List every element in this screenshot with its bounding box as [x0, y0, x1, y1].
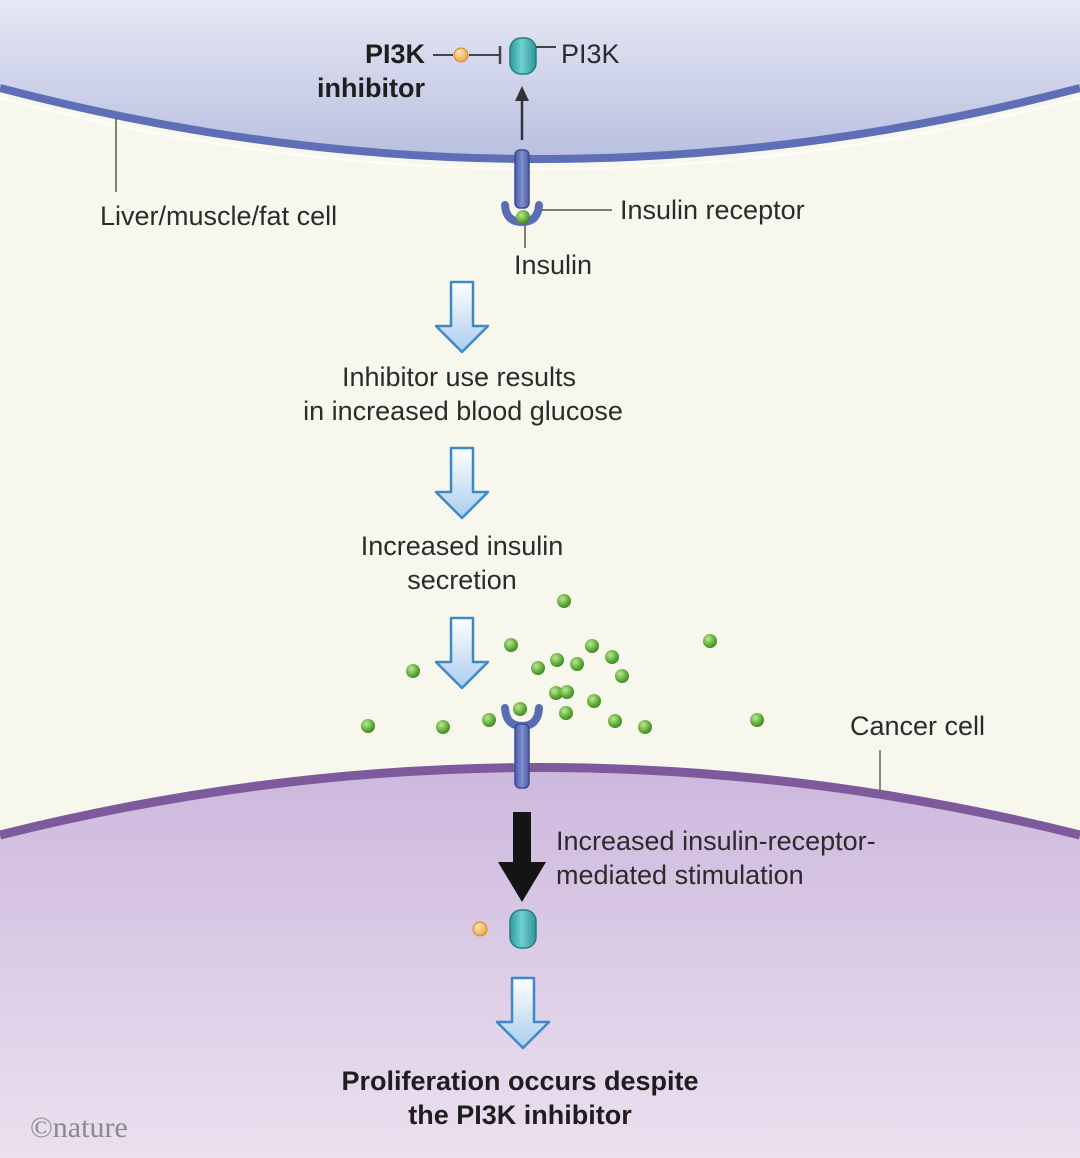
insulin-particle: [559, 706, 573, 720]
top-cell-body: [0, 0, 1080, 159]
cancer-cell-membrane: [0, 763, 1080, 840]
top-insulin-receptor-icon: [514, 149, 530, 209]
insulin-particle: [436, 720, 450, 734]
top-cell-label: Liver/muscle/fat cell: [100, 201, 337, 231]
stimulation-arrow: [498, 812, 546, 902]
activation-arrow: [515, 86, 529, 101]
receptor-label: Insulin receptor: [620, 195, 805, 225]
insulin-particle: [605, 650, 619, 664]
insulin-label: Insulin: [514, 250, 592, 280]
flow-arrow-3: [434, 616, 490, 690]
insulin-particles: [361, 594, 764, 734]
cancer-cell-label: Cancer cell: [850, 711, 985, 741]
pi3k-label: PI3K: [561, 39, 620, 69]
flow-arrow-2: [434, 446, 490, 520]
inhibitor-label-line1: PI3K: [365, 39, 426, 69]
free-inhibitor-molecule-icon: [472, 921, 488, 937]
insulin-particle: [531, 661, 545, 675]
step2-line1: Increased insulin: [361, 531, 564, 561]
inhibitor-label-line2: inhibitor: [317, 73, 425, 103]
insulin-particle: [513, 702, 527, 716]
insulin-particle: [361, 719, 375, 733]
bound-insulin-icon: [516, 210, 530, 224]
insulin-particle: [587, 694, 601, 708]
cancer-cell-body: [0, 767, 1080, 1158]
cancer-insulin-receptor-icon: [514, 723, 530, 789]
insulin-particle: [550, 653, 564, 667]
pi3k-enzyme-icon: [509, 37, 537, 75]
insulin-particle: [703, 634, 717, 648]
stimulation-line1: Increased insulin-receptor-: [556, 826, 876, 856]
stimulation-line2: mediated stimulation: [556, 860, 804, 890]
nature-credit-logo: ©nature: [30, 1111, 128, 1144]
insulin-particle: [608, 714, 622, 728]
insulin-particle: [560, 685, 574, 699]
insulin-particle: [482, 713, 496, 727]
insulin-particle: [585, 639, 599, 653]
insulin-particle: [406, 664, 420, 678]
insulin-particle: [570, 657, 584, 671]
outcome-line2: the PI3K inhibitor: [408, 1100, 632, 1130]
insulin-particle: [750, 713, 764, 727]
insulin-particle: [638, 720, 652, 734]
top-cell-membrane: [0, 84, 1080, 163]
active-pi3k-enzyme-icon: [509, 909, 537, 949]
step2-line2: secretion: [407, 565, 517, 595]
step1-line1: Inhibitor use results: [342, 362, 576, 392]
flow-arrow-1: [434, 280, 490, 354]
insulin-particle: [557, 594, 571, 608]
insulin-particle: [504, 638, 518, 652]
flow-arrow-4: [495, 976, 551, 1050]
insulin-particle: [549, 686, 563, 700]
inhibitor-molecule-icon: [453, 47, 469, 63]
outcome-line1: Proliferation occurs despite: [341, 1066, 698, 1096]
insulin-particle: [615, 669, 629, 683]
step1-line2: in increased blood glucose: [303, 396, 623, 426]
